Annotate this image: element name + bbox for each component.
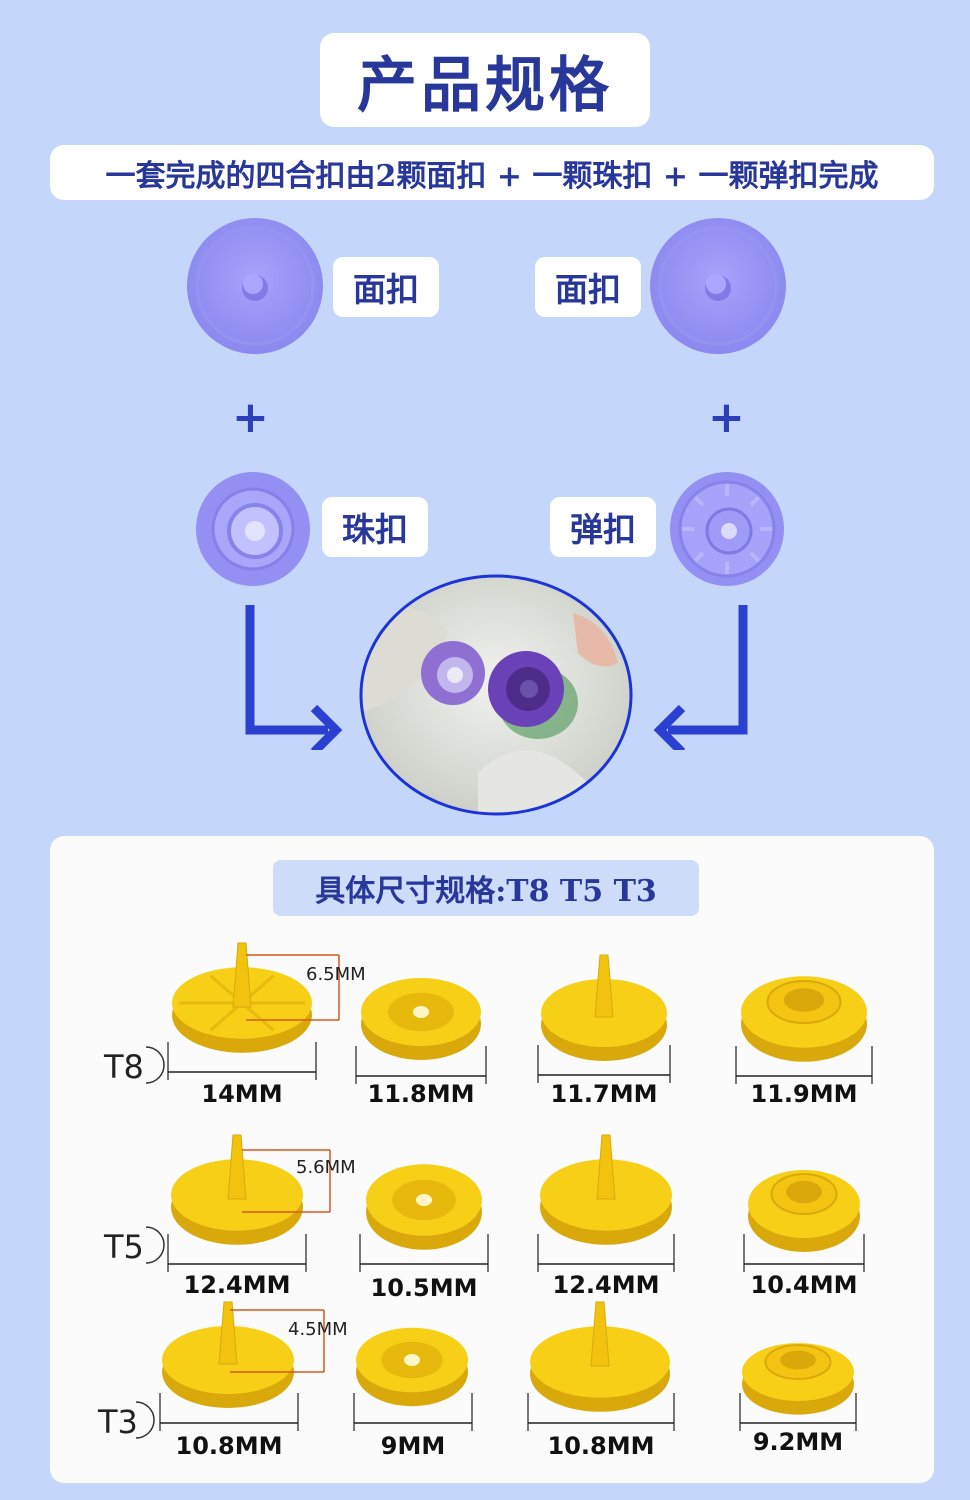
snap-r2-c2-stud <box>590 1301 610 1367</box>
snap-r0-c0-stud <box>232 942 252 1008</box>
face-cap-left-label: 面扣 <box>333 257 439 317</box>
size-t8-bead: 11.8MM <box>367 1080 475 1108</box>
snap-r1-c0-stud <box>227 1134 247 1200</box>
snap-r2-c3-hole <box>780 1350 816 1370</box>
stud-length-t5: 5.6MM <box>296 1157 356 1178</box>
snap-r0-c3-hole <box>783 988 825 1012</box>
size-t5-face: 12.4MM <box>183 1271 291 1299</box>
snap-r2-c1-hole <box>404 1354 420 1366</box>
page-subtitle: 一套完成的四合扣由2颗面扣 + 一颗珠扣 + 一颗弹扣完成 <box>50 145 934 200</box>
snap-r0-c0-rib1 <box>241 1001 275 1032</box>
row-tag-ring-0 <box>145 1046 165 1084</box>
size-t8-spring: 11.9MM <box>750 1080 858 1108</box>
stud-length-t8: 6.5MM <box>306 964 366 985</box>
snap-r1-c2-stud <box>596 1134 616 1200</box>
page-title: 产品规格 <box>320 33 650 127</box>
size-t8-stud: 11.7MM <box>550 1080 658 1108</box>
size-t3-stud: 10.8MM <box>547 1432 655 1460</box>
spec-title: 具体尺寸规格:T8 T5 T3 <box>273 860 699 916</box>
spring-socket-image <box>670 472 784 586</box>
row-tag-t3: T3 <box>98 1403 138 1441</box>
row-tag-t5: T5 <box>104 1228 144 1266</box>
size-t3-face: 10.8MM <box>175 1432 283 1460</box>
face-cap-right-image <box>650 218 786 354</box>
snap-r0-c0-rib2 <box>209 1001 243 1032</box>
row-tag-ring-2 <box>135 1401 155 1439</box>
size-t3-bead: 9MM <box>380 1432 446 1460</box>
face-cap-left-image <box>187 218 323 354</box>
size-t3-spring: 9.2MM <box>752 1428 844 1456</box>
size-t8-face: 14MM <box>201 1080 283 1108</box>
snap-r0-c1-hole <box>413 1006 429 1018</box>
arrow-right-icon <box>653 605 748 750</box>
bead-socket-image <box>196 472 310 586</box>
row-tag-ring-1 <box>145 1226 165 1264</box>
face-cap-right-label: 面扣 <box>535 257 641 317</box>
arrow-left-icon <box>245 605 343 750</box>
size-t5-stud: 12.4MM <box>552 1271 660 1299</box>
snap-r1-c1-hole <box>416 1194 432 1206</box>
row-tag-t8: T8 <box>104 1048 144 1086</box>
snap-r1-c3-hole <box>786 1180 822 1204</box>
assembled-snap-photo <box>359 574 633 816</box>
size-t5-bead: 10.5MM <box>370 1274 478 1302</box>
plus-left: + <box>232 392 269 443</box>
snap-r0-c2-stud <box>594 954 614 1018</box>
bead-socket-label: 珠扣 <box>322 497 428 557</box>
size-t5-spring: 10.4MM <box>750 1271 858 1299</box>
snap-r2-c0-stud <box>218 1301 238 1365</box>
spring-socket-label: 弹扣 <box>550 497 656 557</box>
plus-right: + <box>708 392 745 443</box>
stud-length-t3: 4.5MM <box>288 1319 348 1340</box>
